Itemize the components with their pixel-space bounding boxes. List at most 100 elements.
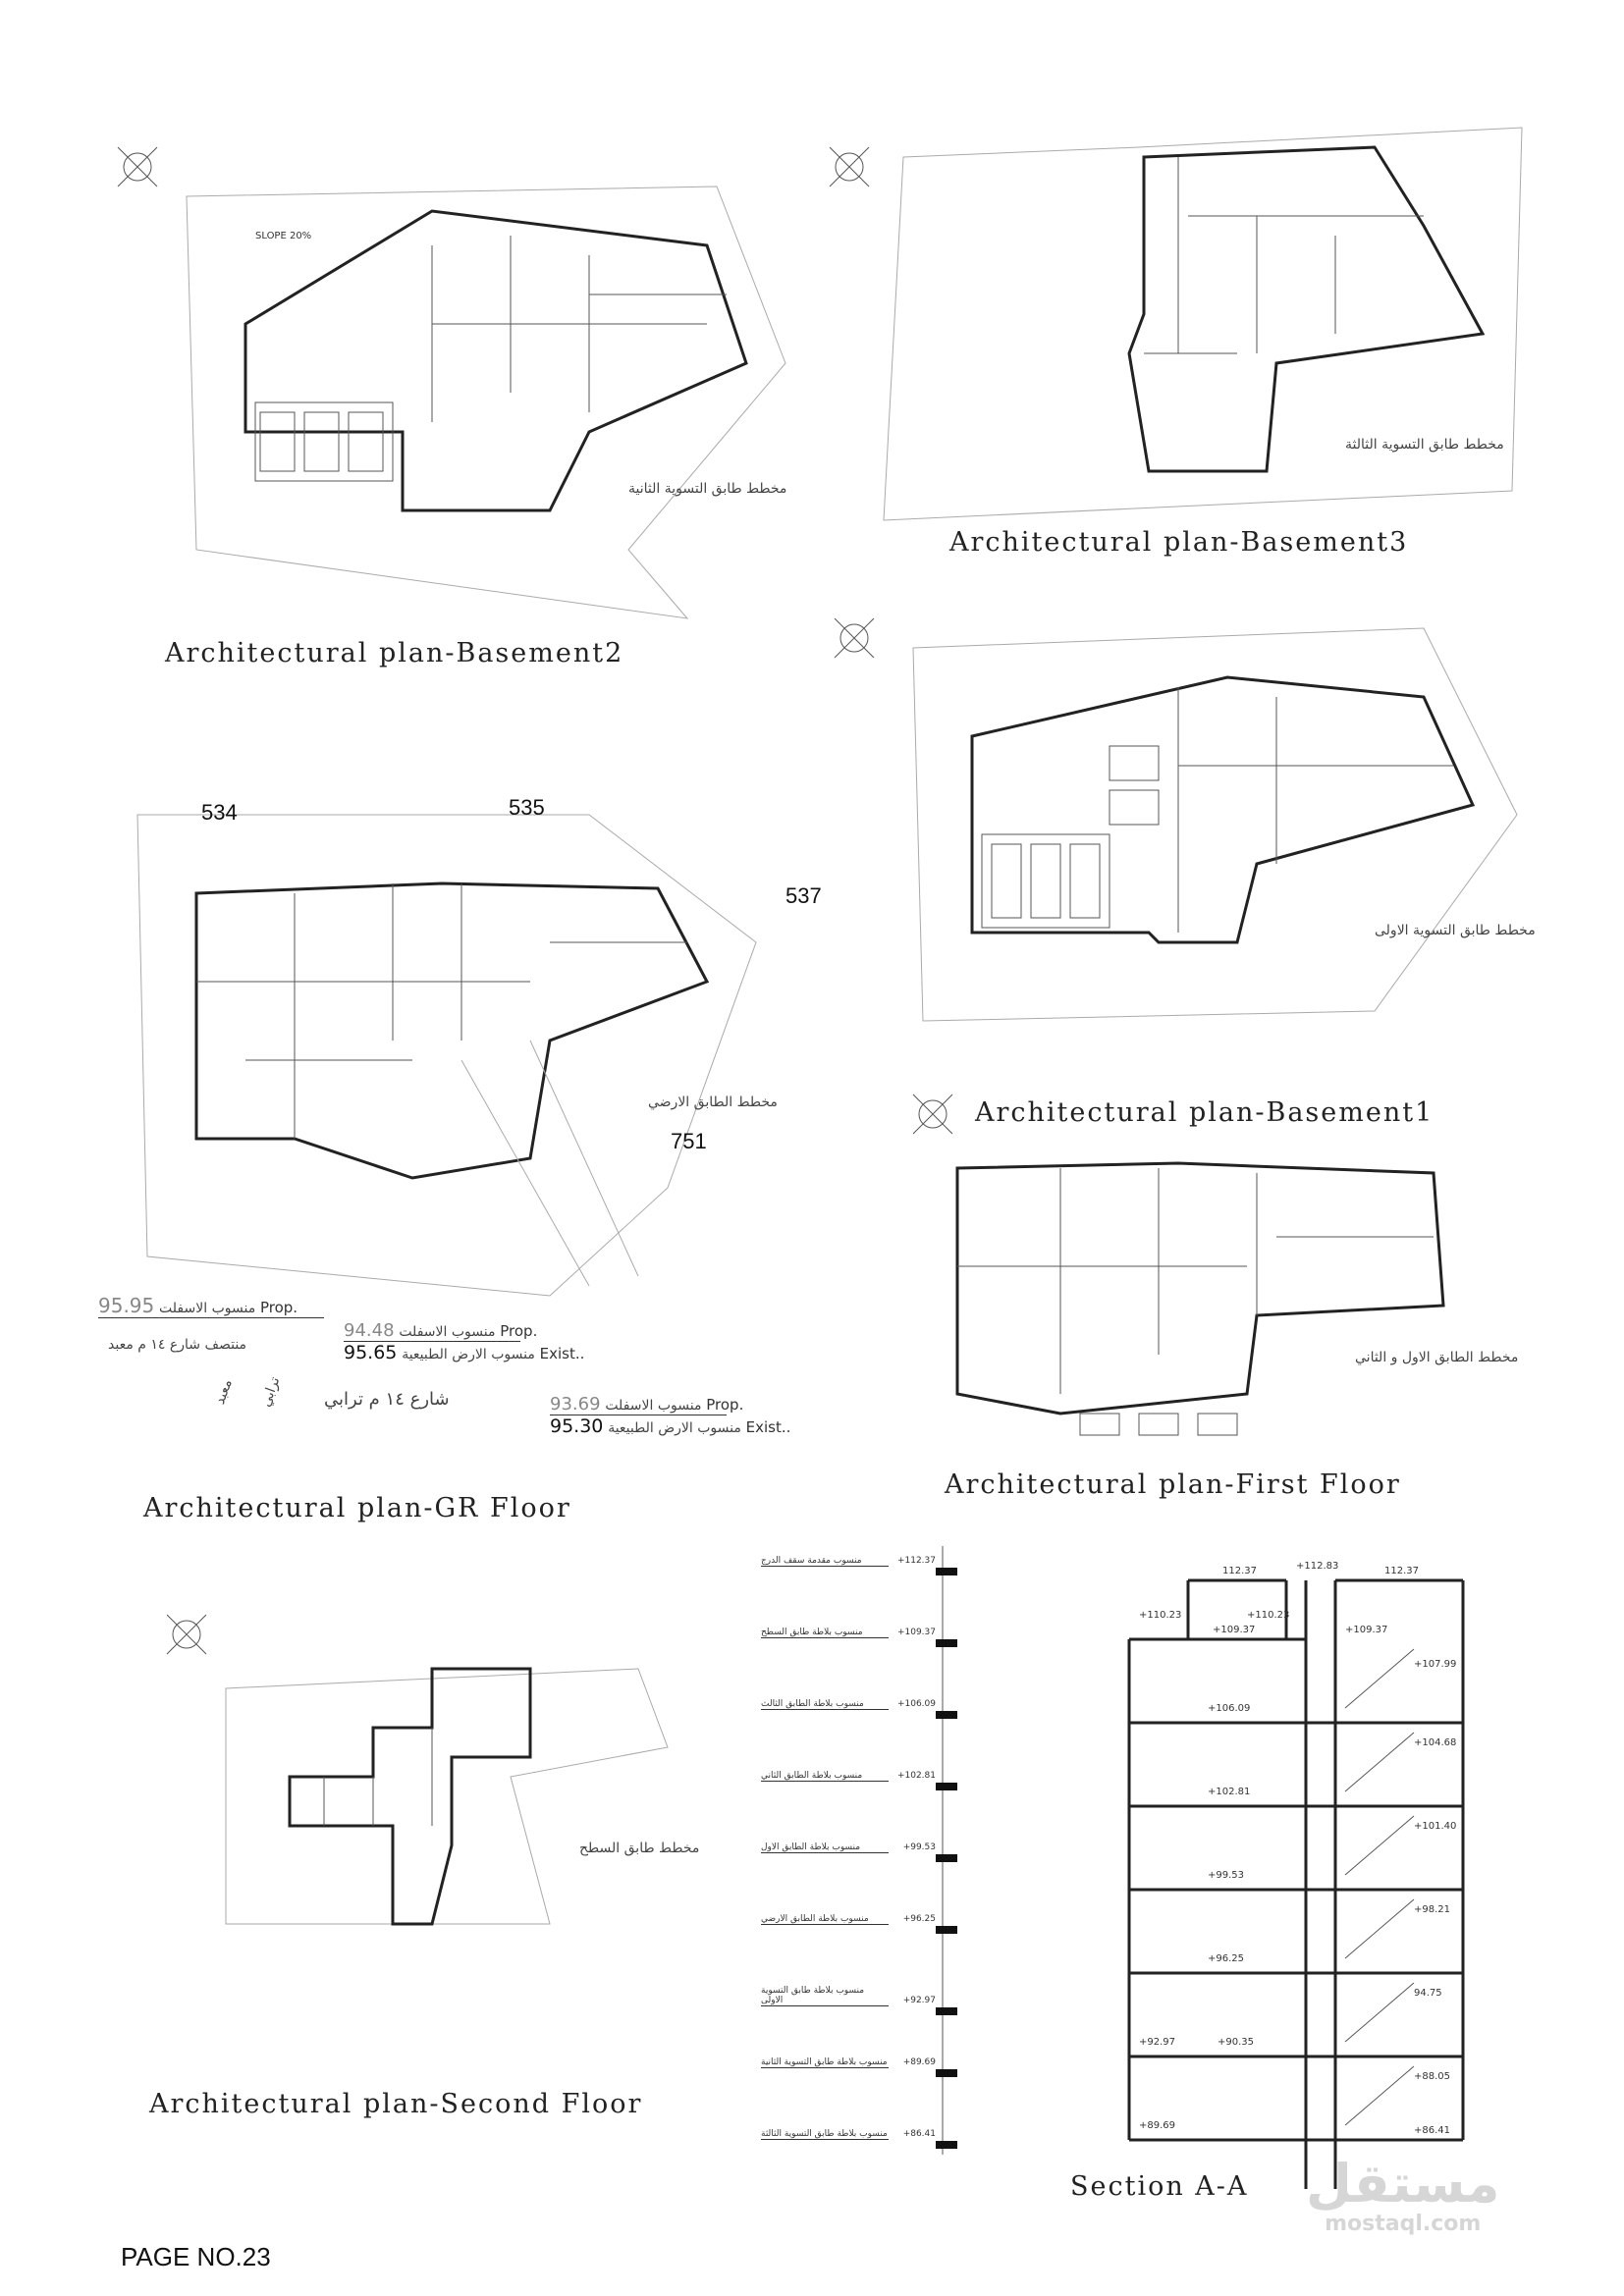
elevation-value: +106.09	[896, 1699, 936, 1709]
street-note: شارع ١٤ م ترابي	[324, 1389, 450, 1410]
elevation-label: منسوب مقدمة سقف الدرج	[761, 1556, 862, 1566]
elevation-value: +109.37	[896, 1628, 936, 1637]
section-level: +109.37	[1213, 1625, 1256, 1635]
label-first-ar: مخطط الطابق الاول و الثاني	[1355, 1350, 1519, 1365]
elevation-row: منسوب بلاطة طابق السطح +109.37	[761, 1628, 957, 1647]
title-gr-floor: Architectural plan-GR Floor	[143, 1493, 571, 1523]
plot-534: 534	[201, 800, 238, 825]
plan-second-floor	[225, 1667, 669, 1926]
label-basement1-ar: مخطط طابق التسوية الاولى	[1375, 923, 1536, 938]
plan-basement1	[912, 627, 1518, 1022]
label-second-ar: مخطط طابق السطح	[579, 1841, 700, 1856]
elevation-row: منسوب بلاطة الطابق الثالث +106.09	[761, 1699, 957, 1719]
prop-text: منسوب الاسفلت	[399, 1324, 496, 1340]
exist-value: 95.65	[344, 1342, 398, 1363]
elevation-label: منسوب بلاطة طابق التسوية الثالثة	[761, 2129, 888, 2139]
section-level: +106.09	[1208, 1703, 1251, 1714]
section-level: +112.83	[1296, 1561, 1339, 1572]
section-level: +96.25	[1208, 1953, 1245, 1964]
level-marker-3: 93.69 منسوب الاسفلت Prop. 95.30 منسوب ال…	[550, 1394, 790, 1437]
section-level: +101.40	[1414, 1821, 1457, 1832]
plan-basement2	[186, 186, 786, 619]
exist-text: منسوب الارض الطبيعية	[608, 1420, 741, 1436]
elevation-row: منسوب مقدمة سقف الدرج+112.37	[761, 1556, 957, 1575]
section-level: +110.23	[1247, 1610, 1290, 1621]
slab-mark	[936, 1926, 957, 1934]
elevation-label: منسوب بلاطة طابق التسوية الاولى	[761, 1986, 865, 2005]
section-level: +109.37	[1345, 1625, 1388, 1635]
elevation-value: +99.53	[902, 1842, 936, 1852]
section-level: +98.21	[1414, 1904, 1451, 1915]
slab-mark	[936, 1639, 957, 1647]
title-basement2: Architectural plan-Basement2	[165, 638, 624, 668]
title-second-floor: Architectural plan-Second Floor	[149, 2089, 643, 2119]
elevation-label: منسوب بلاطة الطابق الثاني	[761, 1771, 863, 1781]
elevation-label: منسوب بلاطة طابق التسوية الثانية	[761, 2057, 888, 2067]
slab-mark	[936, 2141, 957, 2149]
section-level: 112.37	[1222, 1566, 1257, 1576]
elevation-row: منسوب بلاطة طابق التسوية الثانية+89.69	[761, 2057, 957, 2077]
exist-text: منسوب الارض الطبيعية	[402, 1347, 535, 1362]
elevation-label: منسوب بلاطة الطابق الثالث	[761, 1699, 864, 1709]
elevation-label: منسوب بلاطة الطابق الاول	[761, 1842, 861, 1852]
elevation-value: +96.25	[902, 1914, 936, 1924]
watermark-logo: مستقل mostaql.com	[1306, 2155, 1500, 2235]
section-level: +102.81	[1208, 1787, 1251, 1797]
section-level: +89.69	[1139, 2120, 1176, 2131]
slab-mark	[936, 1711, 957, 1719]
section-level: +88.05	[1414, 2071, 1451, 2082]
slab-mark	[936, 1568, 957, 1575]
slope-label: SLOPE 20%	[255, 231, 312, 241]
level-marker-2: 94.48 منسوب الاسفلت Prop. 95.65 منسوب ال…	[344, 1320, 584, 1363]
exist-label: Exist..	[745, 1418, 791, 1436]
slab-mark	[936, 2007, 957, 2015]
prop-value: 95.95	[98, 1294, 155, 1317]
plot-751: 751	[671, 1129, 707, 1153]
section-level: +90.35	[1218, 2037, 1255, 2048]
north-arrow-icon	[117, 146, 953, 1655]
section-level: +99.53	[1208, 1870, 1245, 1881]
elevation-row: منسوب بلاطة الطابق الثاني +102.81	[761, 1771, 957, 1790]
elevation-row: منسوب بلاطة طابق التسوية الاولى +92.97	[761, 1986, 957, 2015]
plan-basement3	[883, 127, 1523, 521]
label-basement3-ar: مخطط طابق التسوية الثالثة	[1345, 437, 1504, 453]
label-gr-ar: مخطط الطابق الارضي	[648, 1095, 778, 1110]
level-marker-1: 95.95 منسوب الاسفلت Prop.	[98, 1294, 324, 1318]
elevation-row: منسوب بلاطة الطابق الارضي +96.25	[761, 1914, 957, 1934]
watermark-arabic: مستقل	[1306, 2153, 1500, 2215]
title-section: Section A-A	[1070, 2171, 1249, 2202]
prop-label: Prop.	[500, 1322, 538, 1340]
prop-label: Prop.	[259, 1299, 298, 1316]
prop-value: 93.69	[550, 1394, 601, 1415]
section-level: +92.97	[1139, 2037, 1176, 2048]
title-first-floor: Architectural plan-First Floor	[945, 1469, 1401, 1500]
elevation-label: منسوب بلاطة طابق السطح	[761, 1628, 863, 1637]
elevation-value: +86.41	[902, 2129, 936, 2139]
prop-text: منسوب الاسفلت	[159, 1301, 256, 1316]
page-number: PAGE NO.23	[121, 2242, 271, 2271]
slab-mark	[936, 2069, 957, 2077]
plan-first-floor	[955, 1161, 1445, 1436]
elevation-value: +92.97	[902, 1996, 936, 2005]
prop-label: Prop.	[706, 1396, 744, 1414]
slab-mark	[936, 1854, 957, 1862]
section-level: +86.41	[1414, 2125, 1451, 2136]
prop-value: 94.48	[344, 1320, 395, 1341]
label-basement2-ar: مخطط طابق التسوية الثانية	[628, 481, 787, 497]
level-note-1: منتصف شارع ١٤ م معبد	[108, 1337, 247, 1353]
elevation-row: منسوب بلاطة طابق التسوية الثالثة +86.41	[761, 2129, 957, 2149]
elevation-label: منسوب بلاطة الطابق الارضي	[761, 1914, 869, 1924]
plot-537: 537	[785, 883, 822, 908]
section-level: +107.99	[1414, 1659, 1457, 1670]
title-basement3: Architectural plan-Basement3	[949, 527, 1409, 558]
exist-label: Exist..	[539, 1345, 585, 1362]
section-level: +110.23	[1139, 1610, 1182, 1621]
elevation-row: منسوب بلاطة الطابق الاول +99.53	[761, 1842, 957, 1862]
plan-gr-floor	[136, 814, 757, 1297]
title-basement1: Architectural plan-Basement1	[975, 1097, 1435, 1128]
exist-value: 95.30	[550, 1415, 604, 1437]
section-level: 94.75	[1414, 1988, 1442, 1999]
prop-text: منسوب الاسفلت	[605, 1398, 702, 1414]
elevation-value: +102.81	[896, 1771, 936, 1781]
